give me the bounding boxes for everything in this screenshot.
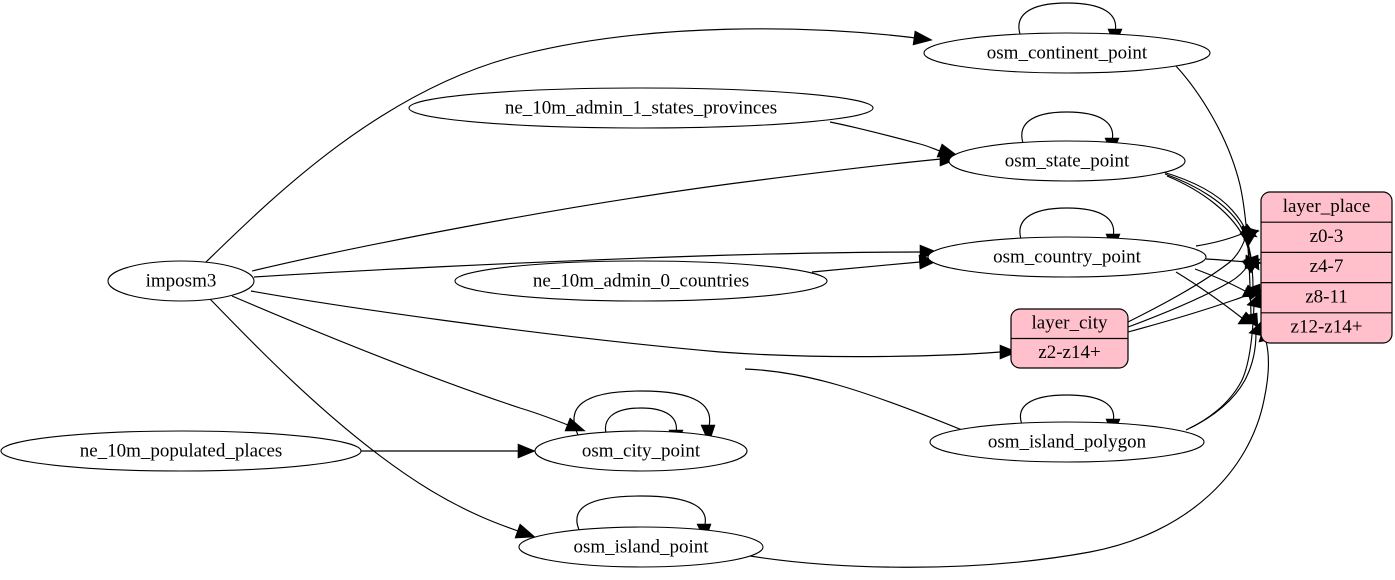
- record-row-layer-place-z8-11[interactable]: z8-11: [1305, 286, 1348, 307]
- record-node-layer: layer_city z2-z14+ layer_place z0-3 z4-7…: [1010, 191, 1393, 369]
- node-label-osm-state-point: osm_state_point: [1005, 150, 1130, 171]
- edge-osm-country-point-to-layer-place-z12: [1175, 271, 1258, 325]
- record-row-layer-place-z0-3[interactable]: z0-3: [1310, 226, 1344, 247]
- record-row-layer-city-0[interactable]: z2-z14+: [1038, 342, 1100, 363]
- node-osm-island-point[interactable]: osm_island_point: [518, 526, 764, 568]
- edge-ne-populated-places-to-osm-city-point: [361, 443, 536, 459]
- node-label-osm-island-polygon: osm_island_polygon: [988, 431, 1147, 452]
- edge-imposm3-to-osm-city-point: [231, 295, 586, 432]
- record-node-layer-city[interactable]: layer_city z2-z14+: [1010, 308, 1129, 369]
- node-layer: imposm3 ne_10m_populated_places ne_10m_a…: [0, 32, 1211, 568]
- record-title-layer-city: layer_city: [1032, 312, 1108, 333]
- node-osm-island-polygon[interactable]: osm_island_polygon: [929, 421, 1205, 463]
- node-label-osm-country-point: osm_country_point: [993, 246, 1141, 267]
- edge-ne-admin-1-to-osm-state-point: [829, 121, 959, 158]
- record-row-layer-place-z12-z14[interactable]: z12-z14+: [1291, 316, 1363, 337]
- node-label-ne-10m-populated-places: ne_10m_populated_places: [80, 440, 283, 461]
- edge-osm-island-polygon-to-layer-place-z8: [1185, 292, 1262, 431]
- edge-self-loop-osm-city-point-outer: [573, 390, 716, 444]
- edge-imposm3-to-osm-continent-point: [204, 28, 933, 264]
- record-title-layer-place: layer_place: [1283, 196, 1371, 217]
- node-ne-10m-admin-1-states-provinces[interactable]: ne_10m_admin_1_states_provinces: [408, 87, 874, 129]
- node-osm-city-point[interactable]: osm_city_point: [534, 430, 748, 472]
- edge-layer-city-to-layer-place-z0: [1127, 229, 1259, 323]
- node-label-ne-10m-admin-1-states-provinces: ne_10m_admin_1_states_provinces: [505, 97, 777, 118]
- node-label-imposm3: imposm3: [146, 270, 217, 291]
- node-osm-country-point[interactable]: osm_country_point: [927, 236, 1207, 278]
- node-label-osm-city-point: osm_city_point: [582, 440, 701, 461]
- record-node-layer-place[interactable]: layer_place z0-3 z4-7 z8-11 z12-z14+: [1260, 191, 1393, 344]
- node-label-ne-10m-admin-0-countries: ne_10m_admin_0_countries: [533, 270, 749, 291]
- node-label-osm-island-point: osm_island_point: [573, 536, 709, 557]
- edge-layer-city-to-layer-place-z8: [1127, 287, 1264, 333]
- edge-layer-city-to-layer-place-z4: [1127, 258, 1261, 328]
- node-imposm3[interactable]: imposm3: [107, 260, 255, 302]
- node-ne-10m-admin-0-countries[interactable]: ne_10m_admin_0_countries: [454, 260, 828, 302]
- edge-imposm3-to-osm-island-point: [209, 298, 536, 539]
- node-label-osm-continent-point: osm_continent_point: [987, 42, 1148, 63]
- edge-osm-island-polygon-to-layer-city: [744, 368, 963, 431]
- node-osm-continent-point[interactable]: osm_continent_point: [923, 32, 1211, 74]
- edge-imposm3-to-layer-city: [250, 290, 1018, 360]
- edge-imposm3-to-osm-state-point: [251, 151, 959, 272]
- node-osm-state-point[interactable]: osm_state_point: [948, 140, 1186, 182]
- node-ne-10m-populated-places[interactable]: ne_10m_populated_places: [0, 430, 362, 472]
- record-row-layer-place-z4-7[interactable]: z4-7: [1310, 256, 1344, 277]
- edge-ne-admin-0-to-osm-country-point: [811, 254, 938, 273]
